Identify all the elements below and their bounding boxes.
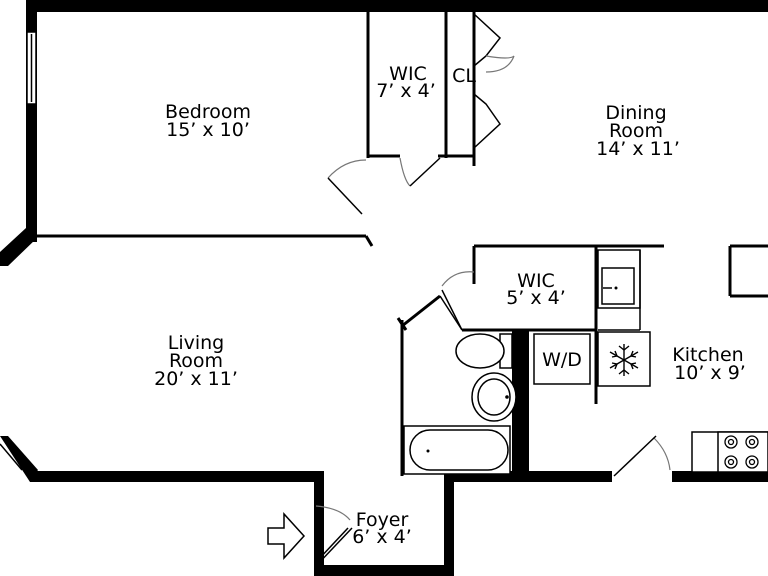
- room-foyer: Foyer 6’ x 4’: [352, 509, 412, 548]
- snowflake-icon: [597, 331, 651, 387]
- room-size: 5’ x 4’: [506, 287, 566, 309]
- washer-dryer: W/D: [533, 333, 591, 385]
- room-name-2: Room: [169, 350, 223, 372]
- room-name: Kitchen: [672, 344, 743, 366]
- room-labels: Bedroom 15’ x 10’ WIC 7’ x 4’ CL Dining …: [154, 63, 746, 548]
- room-name: Bedroom: [165, 101, 251, 123]
- bay-window-living: [0, 228, 38, 482]
- room-size: 15’ x 10’: [166, 119, 250, 141]
- room-wic-mid: WIC 5’ x 4’: [506, 270, 566, 309]
- room-size: 20’ x 11’: [154, 368, 238, 390]
- room-closet: CL: [452, 65, 476, 87]
- room-dining: Dining Room 14’ x 11’: [596, 102, 680, 160]
- room-size: 14’ x 11’: [596, 138, 680, 160]
- walls: [26, 0, 768, 576]
- room-living: Living Room 20’ x 11’: [154, 332, 238, 390]
- room-size: 6’ x 4’: [352, 526, 412, 548]
- room-name: WIC: [389, 63, 427, 85]
- room-name: Living: [168, 332, 225, 354]
- room-wic-top: WIC 7’ x 4’: [376, 63, 436, 102]
- room-size: 7’ x 4’: [376, 80, 436, 102]
- room-kitchen: Kitchen 10’ x 9’: [672, 344, 746, 384]
- sink-icon: [597, 249, 641, 331]
- room-name: Dining: [605, 102, 666, 124]
- doors: [315, 13, 671, 567]
- interior-walls: [37, 12, 768, 476]
- room-bedroom: Bedroom 15’ x 10’: [165, 101, 251, 141]
- bathroom-fixtures: [403, 333, 517, 475]
- room-name-2: Room: [609, 120, 663, 142]
- room-size: 10’ x 9’: [674, 362, 746, 384]
- bedroom-window: [26, 31, 37, 105]
- washer-dryer-label: W/D: [542, 349, 582, 371]
- room-name: CL: [452, 65, 476, 87]
- room-name: Foyer: [356, 509, 409, 531]
- stove-burners-icon: [691, 431, 768, 473]
- entry-arrow-icon: [267, 512, 306, 560]
- room-name: WIC: [517, 270, 555, 292]
